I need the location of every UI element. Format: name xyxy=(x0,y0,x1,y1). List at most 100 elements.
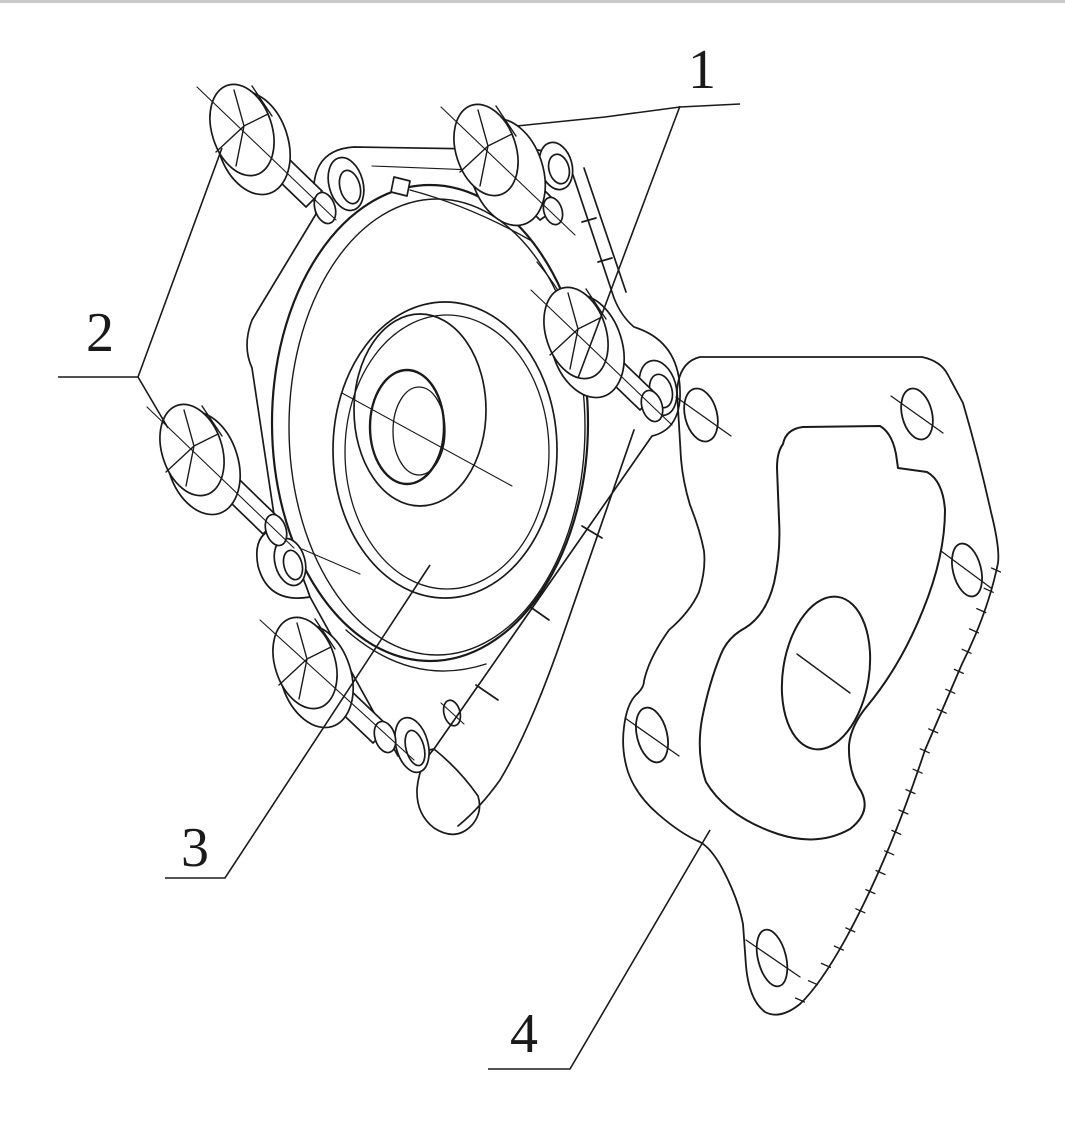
bolt-axis-line xyxy=(440,106,576,236)
cover-rim-ellipse xyxy=(288,198,586,656)
lug-hole-inner xyxy=(282,549,304,581)
gasket-hatch-tick xyxy=(833,945,845,951)
gasket-bolt-hole xyxy=(951,542,983,598)
gasket-hatch-tick xyxy=(919,748,930,754)
bolt-tip xyxy=(542,196,564,226)
callout-4-leader-line xyxy=(488,829,711,1070)
bolt-head-facets xyxy=(549,288,607,370)
gasket-hatch-tick xyxy=(875,869,886,876)
flange-band-tick xyxy=(475,684,499,701)
gasket-hatch-tick xyxy=(945,688,956,694)
gasket-hatch-tick xyxy=(961,648,972,654)
flange-band-tick xyxy=(597,257,613,263)
gasket-hatch-tick xyxy=(898,809,909,815)
bolt-right xyxy=(530,286,673,426)
bolt-tip xyxy=(313,191,337,225)
cover-key-block xyxy=(390,176,411,197)
cover-outer-ellipse xyxy=(270,183,590,663)
gasket-hatch-tick xyxy=(884,850,895,856)
bolt-top-left xyxy=(196,83,337,225)
cover-scratch-line xyxy=(301,548,361,575)
lug-hole-outer xyxy=(394,716,430,774)
gasket-bolt-hole xyxy=(683,387,719,443)
body-lug-mid-left xyxy=(273,537,307,587)
bolt-mid-left xyxy=(146,403,295,549)
gasket-hatch-tick xyxy=(983,587,994,593)
gasket-hole-slash xyxy=(624,717,680,757)
body-flange-band xyxy=(457,429,635,827)
lug-hole-outer xyxy=(327,156,365,212)
gasket-hatched-edge xyxy=(794,567,1002,1003)
gasket-hatch-tick xyxy=(794,997,806,1003)
gasket-hatch-tick xyxy=(928,728,939,734)
gasket-hatch-tick xyxy=(968,628,980,634)
gasket-hatch-tick xyxy=(990,567,1002,573)
gasket-oval-slash xyxy=(796,653,851,694)
hub-bore-inner xyxy=(392,386,446,476)
gasket-kidney-cutout xyxy=(698,425,946,841)
gasket-hatch-tick xyxy=(845,927,856,933)
cover-crease-line xyxy=(409,189,531,241)
flange-band-tick xyxy=(528,605,550,621)
callout-label-4: 4 xyxy=(510,1003,538,1065)
bolt-axis-line xyxy=(259,619,415,761)
callout-1-leader-line xyxy=(577,105,681,379)
bolt-head-facets xyxy=(278,618,336,700)
gasket-hole-left xyxy=(624,706,680,764)
gasket-hole-slash xyxy=(675,396,732,437)
page-top-border xyxy=(0,0,1065,3)
hub-boss-ellipse xyxy=(353,313,487,507)
gasket-outline xyxy=(622,356,1000,1016)
bolt-bottom-left xyxy=(259,616,415,761)
gasket-hole-bottom xyxy=(745,928,801,988)
gasket-oval-cutout xyxy=(780,595,872,751)
bolt-axis-line xyxy=(530,289,673,426)
gasket-drawing xyxy=(622,356,1002,1016)
bolts-drawing xyxy=(146,83,673,761)
gasket-hatch-tick xyxy=(807,980,819,986)
bolt-top-center xyxy=(440,103,576,236)
gasket-hatch-tick xyxy=(820,962,832,969)
gasket-hole-slash xyxy=(940,550,992,589)
flange-band-tick xyxy=(581,217,597,223)
gasket-hole-top-left xyxy=(675,387,732,443)
lug-hole-inner xyxy=(338,169,362,205)
callout-label-2: 2 xyxy=(86,302,114,364)
gasket-bolt-hole xyxy=(755,928,789,988)
callout-3-leader-line xyxy=(165,564,431,879)
body-lug-top-left xyxy=(327,156,365,212)
gasket-hatch-tick xyxy=(936,708,947,714)
gasket-hatch-tick xyxy=(855,908,866,914)
bolt-head-facets xyxy=(165,405,223,487)
callout-labels: 1 2 3 4 xyxy=(86,39,716,1065)
bolt-axis-line xyxy=(196,86,337,221)
gasket-hole-top-right xyxy=(890,387,944,441)
body-small-hole xyxy=(442,699,462,727)
hub-bore-ellipse xyxy=(368,368,446,486)
hub-centerline xyxy=(341,392,513,487)
gasket-bolt-hole xyxy=(900,387,934,441)
bolt-axis-line xyxy=(146,406,295,549)
gasket-bolt-hole xyxy=(635,706,669,764)
gasket-hatch-tick xyxy=(912,768,923,774)
gasket-hole-slash xyxy=(745,939,801,978)
gasket-hatch-tick xyxy=(953,668,964,675)
body-flange-band-top xyxy=(583,167,627,293)
bolt-head-facets xyxy=(215,85,273,167)
callout-leaders-over xyxy=(58,105,711,1070)
cover-bottom-arc xyxy=(345,629,487,672)
gasket-hatch-tick xyxy=(976,607,987,614)
lug-hole-inner xyxy=(404,729,426,767)
callout-label-1: 1 xyxy=(688,39,716,101)
gasket-hatch-tick xyxy=(891,829,902,836)
callout-label-3: 3 xyxy=(181,817,209,879)
bolt-head-facets xyxy=(459,105,517,187)
gasket-hatch-tick xyxy=(865,888,876,895)
flange-band-tick xyxy=(581,525,603,539)
gasket-hatch-tick xyxy=(905,788,916,795)
cover-ring-inner xyxy=(344,314,550,590)
gasket-hole-slash xyxy=(890,395,944,434)
callout-1-leader-line xyxy=(496,103,741,129)
